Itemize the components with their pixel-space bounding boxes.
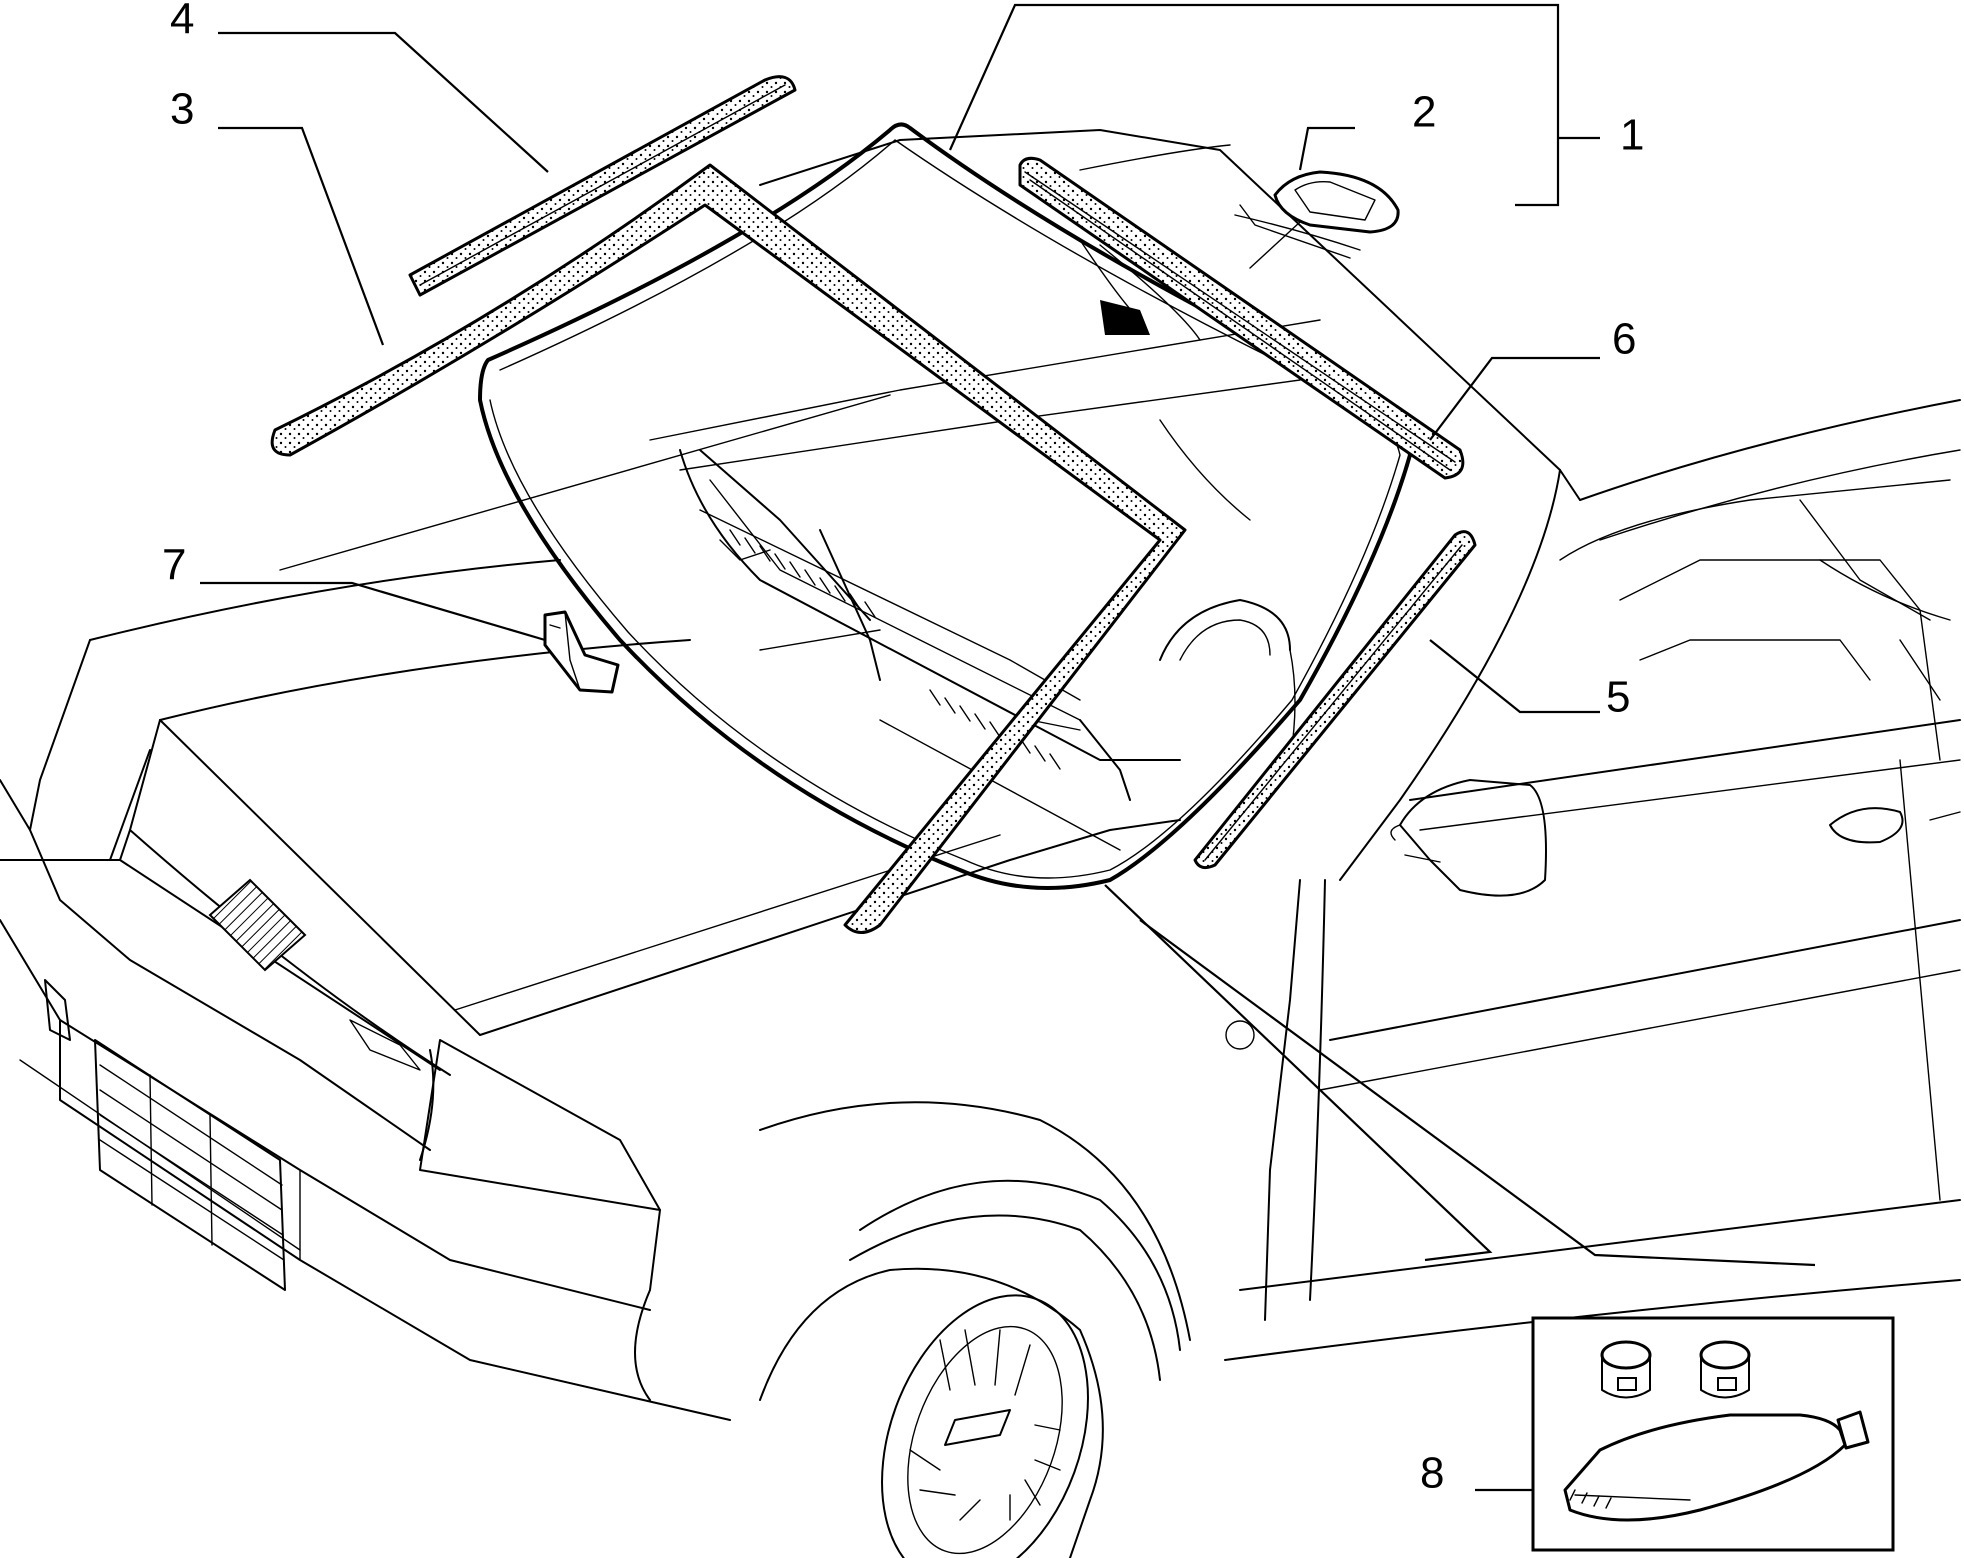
callout-2: 2 bbox=[1412, 88, 1436, 137]
callout-6: 6 bbox=[1612, 315, 1636, 364]
a-pillar-moulding bbox=[1193, 530, 1477, 870]
leader-lines bbox=[200, 3, 1816, 1492]
callout-1: 1 bbox=[1620, 111, 1644, 160]
windscreen-seal-strip bbox=[270, 163, 1187, 934]
car-body bbox=[0, 129, 1961, 1558]
side-moulding-upper bbox=[1018, 156, 1465, 480]
lower-grille bbox=[94, 1039, 286, 1291]
mirror-base bbox=[1239, 170, 1400, 269]
sealant-kit bbox=[1531, 1316, 1895, 1552]
grille-badge bbox=[208, 878, 307, 972]
callout-5: 5 bbox=[1606, 673, 1630, 722]
callout-4: 4 bbox=[170, 0, 194, 44]
primer-tin-left bbox=[1600, 1340, 1652, 1399]
callout-8: 8 bbox=[1420, 1449, 1444, 1498]
upper-trim-moulding bbox=[408, 75, 797, 297]
callouts: 1 2 3 4 5 6 7 8 bbox=[162, 0, 1644, 1498]
windscreen-glass bbox=[478, 122, 1412, 890]
adhesive-tube bbox=[1563, 1410, 1870, 1522]
front-wheel bbox=[759, 1267, 1104, 1558]
dash-vents bbox=[729, 529, 1061, 770]
callout-3: 3 bbox=[170, 85, 194, 134]
spacer-block bbox=[543, 610, 620, 694]
side-mirror bbox=[1390, 779, 1547, 897]
primer-tin-right bbox=[1699, 1340, 1751, 1399]
callout-7: 7 bbox=[162, 541, 186, 590]
